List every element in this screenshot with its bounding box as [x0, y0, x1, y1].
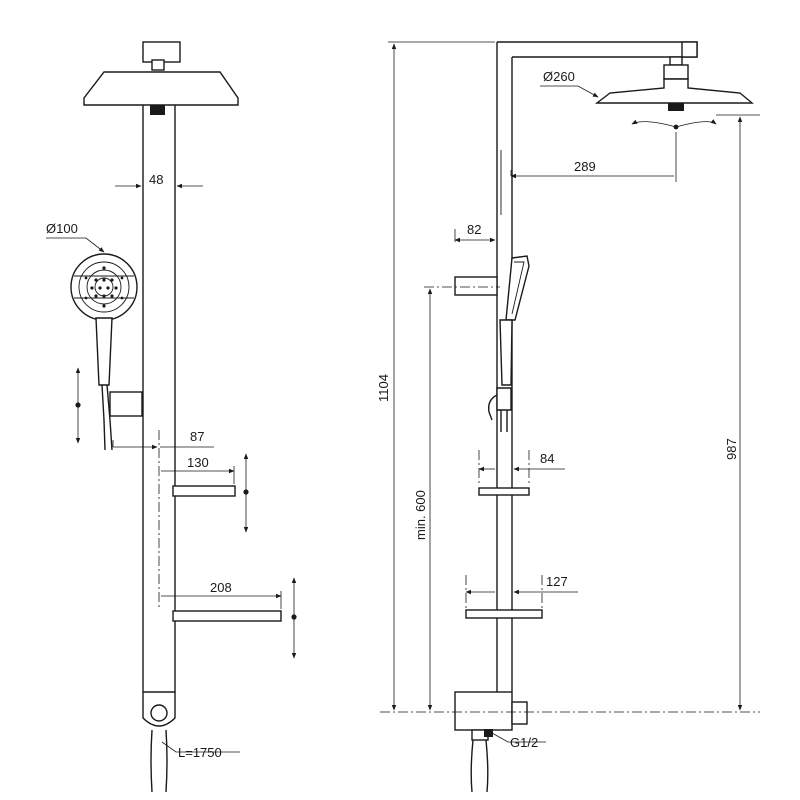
dim-shelf-small-label: 84 [540, 451, 554, 466]
side-small-shelf: 84 [478, 450, 565, 496]
front-large-shelf: 208 [161, 577, 297, 659]
front-shower-head [83, 41, 239, 115]
dim-small-shelf-label: 130 [187, 455, 209, 470]
dim-hose-length: L=1750 [161, 741, 240, 760]
dim-holder-depth-label: 82 [467, 222, 481, 237]
hand-shower [70, 253, 143, 451]
dim-head-dia-label: Ø260 [543, 69, 575, 84]
side-bottom-valve [380, 691, 760, 793]
dim-arm-reach: 289 [510, 132, 677, 182]
front-view: 48 Ø100 [46, 41, 297, 793]
side-large-shelf: 127 [465, 574, 578, 619]
dim-head-height: 987 [716, 114, 760, 711]
handshower-slide-arrow [75, 367, 81, 444]
front-small-shelf: 130 [161, 453, 249, 533]
dim-min-height: min. 600 [413, 288, 433, 711]
front-riser-pipe [142, 105, 176, 793]
dim-handshower-dia: Ø100 [46, 221, 105, 253]
dim-head-dia: Ø260 [540, 69, 599, 98]
dim-bracket-offset-label: 87 [190, 429, 204, 444]
dim-inlet-thread-label: G1/2 [510, 735, 538, 750]
dim-hose-length-label: L=1750 [178, 745, 222, 760]
side-shower-arm [497, 41, 698, 80]
dim-total-height: 1104 [376, 41, 495, 711]
dim-pipe-width-label: 48 [149, 172, 163, 187]
dim-pipe-width: 48 [115, 172, 203, 189]
side-riser-pipe [496, 42, 513, 692]
dim-handshower-dia-label: Ø100 [46, 221, 78, 236]
dim-shelf-large-label: 127 [546, 574, 568, 589]
dim-bracket-offset: 87 [112, 429, 214, 610]
dim-holder-depth: 82 [454, 222, 496, 243]
dim-arm-reach-label: 289 [574, 159, 596, 174]
side-handshower [454, 255, 530, 432]
dim-head-height-label: 987 [724, 438, 739, 460]
dim-large-shelf-label: 208 [210, 580, 232, 595]
dim-min-height-label: min. 600 [413, 490, 428, 540]
dim-total-height-label: 1104 [376, 374, 391, 402]
side-view: Ø260 289 82 [376, 41, 760, 793]
dim-inlet-thread: G1/2 [491, 732, 546, 750]
side-shower-head [594, 78, 754, 130]
